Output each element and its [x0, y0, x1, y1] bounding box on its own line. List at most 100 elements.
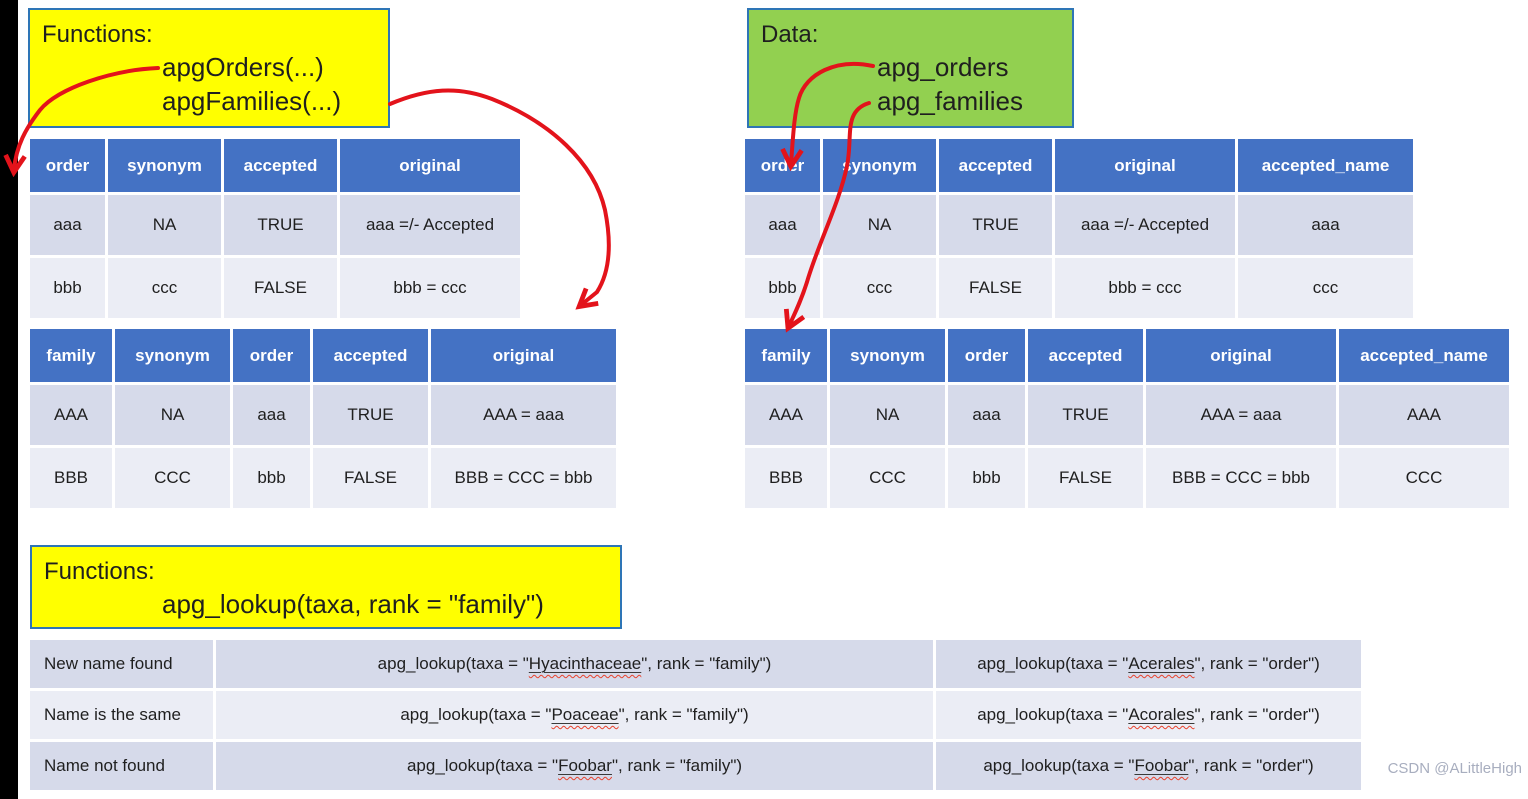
data-apg-families: apg_families	[877, 86, 1023, 116]
cell: ccc	[823, 258, 936, 318]
lookup-family-call: apg_lookup(taxa = "Poaceae", rank = "fam…	[216, 691, 933, 739]
cell: NA	[115, 385, 230, 445]
cell: BBB = CCC = bbb	[431, 448, 616, 508]
lookup-order-call: apg_lookup(taxa = "Acorales", rank = "or…	[936, 691, 1361, 739]
col-header: accepted_name	[1339, 329, 1509, 382]
col-header: family	[30, 329, 112, 382]
cell: bbb	[30, 258, 105, 318]
watermark: CSDN @ALittleHigh	[1387, 760, 1522, 777]
cell: aaa	[745, 195, 820, 255]
lookup-case-label: Name is the same	[30, 691, 213, 739]
cell: FALSE	[313, 448, 428, 508]
cell: AAA = aaa	[1146, 385, 1336, 445]
screen-edge-black-bar	[0, 0, 18, 799]
col-header: accepted	[939, 139, 1052, 192]
functions-title: Functions:	[42, 21, 153, 48]
cell: AAA	[30, 385, 112, 445]
col-header: order	[30, 139, 105, 192]
taxa-name: Hyacinthaceae	[528, 654, 642, 673]
cell: CCC	[115, 448, 230, 508]
taxa-name: Poaceae	[551, 705, 619, 724]
table-header-row: order synonym accepted original	[30, 139, 520, 192]
cell: NA	[108, 195, 221, 255]
col-header: order	[948, 329, 1025, 382]
cell: bbb = ccc	[340, 258, 520, 318]
cell: aaa =/- Accepted	[340, 195, 520, 255]
table-row: Name is the same apg_lookup(taxa = "Poac…	[30, 691, 1361, 739]
lookup-order-call: apg_lookup(taxa = "Foobar", rank = "orde…	[936, 742, 1361, 790]
table-row: BBB CCC bbb FALSE BBB = CCC = bbb	[30, 448, 616, 508]
function-apg-lookup: apg_lookup(taxa, rank = "family")	[162, 589, 544, 619]
cell: aaa =/- Accepted	[1055, 195, 1235, 255]
col-header: accepted	[1028, 329, 1143, 382]
cell: ccc	[108, 258, 221, 318]
families-table-small: family synonym order accepted original A…	[27, 326, 619, 511]
functions-callout-top: Functions: apgOrders(...) apgFamilies(..…	[28, 8, 390, 128]
table-row: bbb ccc FALSE bbb = ccc ccc	[745, 258, 1413, 318]
cell: FALSE	[939, 258, 1052, 318]
table-row: aaa NA TRUE aaa =/- Accepted aaa	[745, 195, 1413, 255]
orders-table-full: order synonym accepted original accepted…	[742, 136, 1416, 321]
orders-table-small: order synonym accepted original aaa NA T…	[27, 136, 523, 321]
data-callout: Data: apg_orders apg_families	[747, 8, 1074, 128]
col-header: original	[1055, 139, 1235, 192]
cell: NA	[830, 385, 945, 445]
cell: FALSE	[224, 258, 337, 318]
lookup-case-label: Name not found	[30, 742, 213, 790]
cell: aaa	[233, 385, 310, 445]
taxa-name: Acerales	[1128, 654, 1195, 673]
function-apgorders: apgOrders(...)	[162, 52, 324, 82]
lookup-family-call: apg_lookup(taxa = "Foobar", rank = "fami…	[216, 742, 933, 790]
function-apgfamilies: apgFamilies(...)	[162, 86, 342, 116]
table-row: New name found apg_lookup(taxa = "Hyacin…	[30, 640, 1361, 688]
taxa-name: Acorales	[1128, 705, 1195, 724]
functions-callout-bottom: Functions: apg_lookup(taxa, rank = "fami…	[30, 545, 622, 629]
cell: FALSE	[1028, 448, 1143, 508]
table-row: Name not found apg_lookup(taxa = "Foobar…	[30, 742, 1361, 790]
cell: bbb	[948, 448, 1025, 508]
cell: bbb = ccc	[1055, 258, 1235, 318]
cell: TRUE	[1028, 385, 1143, 445]
table-row: BBB CCC bbb FALSE BBB = CCC = bbb CCC	[745, 448, 1509, 508]
table-row: aaa NA TRUE aaa =/- Accepted	[30, 195, 520, 255]
cell: aaa	[1238, 195, 1413, 255]
taxa-name: Foobar	[1134, 756, 1189, 775]
lookup-case-label: New name found	[30, 640, 213, 688]
table-header-row: family synonym order accepted original	[30, 329, 616, 382]
data-title: Data:	[761, 21, 819, 48]
col-header: original	[340, 139, 520, 192]
cell: bbb	[233, 448, 310, 508]
cell: TRUE	[313, 385, 428, 445]
cell: AAA = aaa	[431, 385, 616, 445]
col-header: synonym	[115, 329, 230, 382]
functions-title: Functions:	[44, 558, 155, 585]
col-header: order	[745, 139, 820, 192]
table-row: AAA NA aaa TRUE AAA = aaa AAA	[745, 385, 1509, 445]
table-row: AAA NA aaa TRUE AAA = aaa	[30, 385, 616, 445]
lookup-family-call: apg_lookup(taxa = "Hyacinthaceae", rank …	[216, 640, 933, 688]
taxa-name: Foobar	[558, 756, 612, 775]
cell: TRUE	[224, 195, 337, 255]
col-header: original	[431, 329, 616, 382]
cell: CCC	[830, 448, 945, 508]
col-header: synonym	[108, 139, 221, 192]
col-header: original	[1146, 329, 1336, 382]
col-header: family	[745, 329, 827, 382]
cell: AAA	[745, 385, 827, 445]
col-header: accepted	[313, 329, 428, 382]
lookup-order-call: apg_lookup(taxa = "Acerales", rank = "or…	[936, 640, 1361, 688]
cell: AAA	[1339, 385, 1509, 445]
table-header-row: family synonym order accepted original a…	[745, 329, 1509, 382]
cell: BBB = CCC = bbb	[1146, 448, 1336, 508]
col-header: synonym	[823, 139, 936, 192]
table-header-row: order synonym accepted original accepted…	[745, 139, 1413, 192]
cell: BBB	[745, 448, 827, 508]
col-header: accepted	[224, 139, 337, 192]
cell: NA	[823, 195, 936, 255]
cell: aaa	[30, 195, 105, 255]
cell: CCC	[1339, 448, 1509, 508]
cell: bbb	[745, 258, 820, 318]
cell: aaa	[948, 385, 1025, 445]
table-row: bbb ccc FALSE bbb = ccc	[30, 258, 520, 318]
